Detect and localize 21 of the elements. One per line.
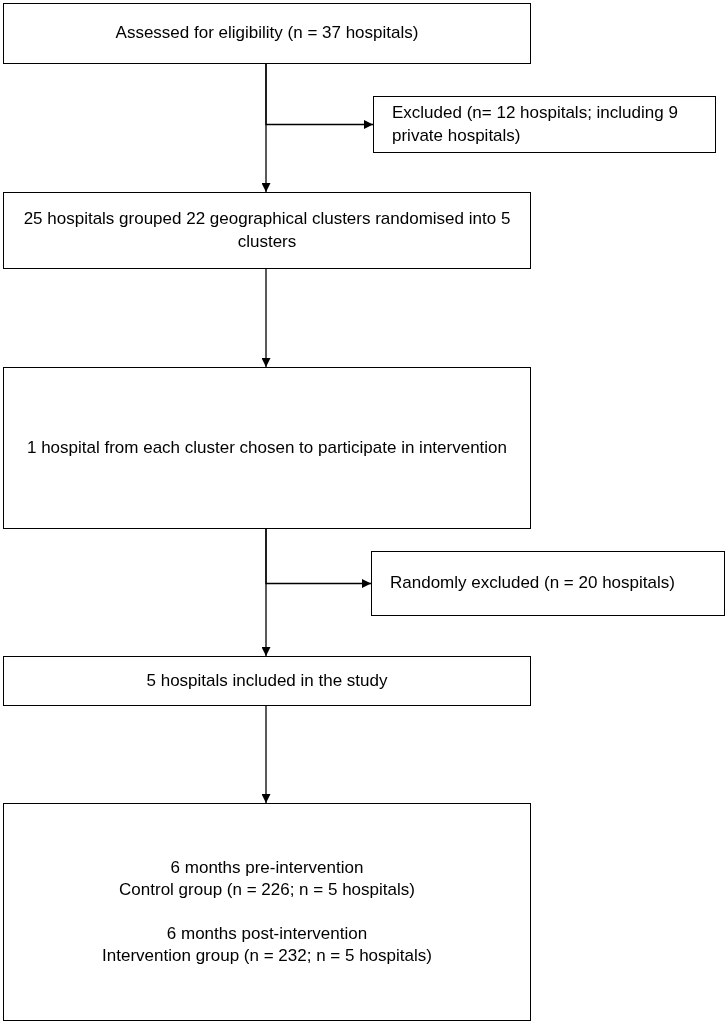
process-box [3, 803, 531, 1021]
box-text: 6 months pre-intervention [170, 856, 364, 879]
box-text: 1 hospital from each cluster chosen to participate in intervention [26, 436, 507, 459]
arrow [261, 705, 271, 804]
box-text: Assessed for eligibility (n = 37 hospitals) [115, 22, 419, 45]
arrow [261, 268, 271, 368]
box-text: Control group (n = 226; n = 5 hospitals) [119, 878, 415, 901]
box-text: 5 hospitals included in the study [146, 669, 388, 692]
process-box [3, 3, 531, 64]
process-box [3, 192, 531, 269]
box-text: Intervention group (n = 232; n = 5 hospitals) [102, 945, 432, 968]
process-box [373, 96, 716, 153]
arrow [261, 528, 271, 657]
box-text: Randomly excluded (n = 20 hospitals) [390, 572, 675, 595]
process-box [3, 367, 531, 529]
process-box [371, 551, 725, 616]
box-text: 6 months post-intervention [166, 923, 368, 945]
box-text: 25 hospitals grouped 22 geographical clusters randomised into 5 clusters [22, 208, 512, 253]
process-box [3, 656, 531, 706]
box-text: Excluded (n= 12 hospitals; including 9 private hospitals) [392, 102, 679, 147]
arrow [261, 63, 271, 193]
